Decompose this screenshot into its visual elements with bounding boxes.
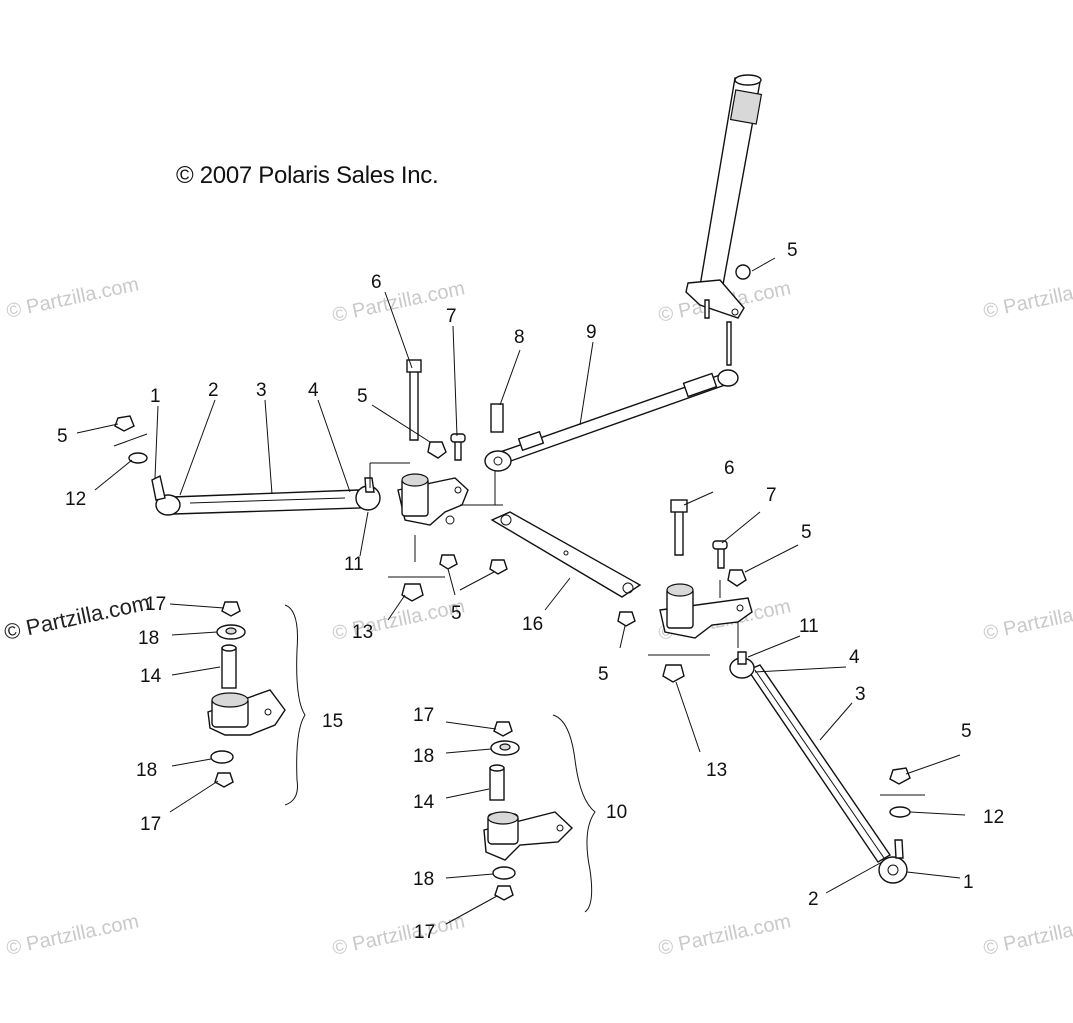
callout-16: 16	[522, 614, 543, 635]
callout-6: 6	[724, 458, 735, 479]
callout-9: 9	[586, 322, 597, 343]
copyright-notice: © 2007 Polaris Sales Inc.	[176, 162, 439, 189]
callout-8: 8	[514, 327, 525, 348]
callout-18: 18	[136, 760, 157, 781]
callout-17: 17	[414, 922, 435, 943]
callout-3: 3	[256, 380, 267, 401]
watermark: © Partzilla.com	[981, 273, 1073, 323]
callout-18: 18	[138, 628, 159, 649]
bellcrank-assembly-10	[483, 714, 596, 913]
callout-labels: 1 2 3 4 5 5 5 5 5 5 5 6 6 7 7 8 9 11 11 …	[57, 240, 1004, 943]
callout-5: 5	[961, 721, 972, 742]
callout-7: 7	[766, 485, 777, 506]
callout-11: 11	[344, 554, 364, 575]
watermark: © Partzilla.com	[4, 273, 140, 323]
left-bellcrank	[369, 359, 508, 602]
callout-5: 5	[598, 664, 609, 685]
left-hardware	[113, 415, 148, 464]
callout-5: 5	[57, 426, 68, 447]
center-link	[490, 511, 642, 598]
callout-5: 5	[451, 603, 462, 624]
bellcrank-assembly-15	[207, 601, 306, 806]
watermark: © Partzilla.com	[981, 595, 1073, 645]
callout-17: 17	[140, 814, 161, 835]
callout-2: 2	[208, 380, 219, 401]
right-tie-rod	[729, 651, 908, 884]
callout-6: 6	[371, 272, 382, 293]
watermark: © Partzilla.com	[330, 910, 466, 960]
callout-3: 3	[855, 684, 866, 705]
callout-7: 7	[446, 306, 457, 327]
watermark: © Partzilla.com	[4, 910, 140, 960]
callout-18: 18	[413, 869, 434, 890]
callout-2: 2	[808, 889, 819, 910]
left-tie-rod	[151, 474, 381, 516]
callout-14: 14	[413, 792, 435, 813]
callout-10: 10	[606, 802, 627, 823]
callout-12: 12	[983, 807, 1004, 828]
callout-5: 5	[357, 386, 368, 407]
callout-17: 17	[145, 594, 166, 615]
callout-4: 4	[308, 380, 319, 401]
callout-5: 5	[801, 522, 812, 543]
callout-14: 14	[140, 666, 162, 687]
callout-13: 13	[706, 760, 727, 781]
callout-17: 17	[413, 705, 434, 726]
watermark: © Partzilla.com	[981, 910, 1073, 960]
callout-18: 18	[413, 746, 434, 767]
watermark-dark: © Partzilla.com	[2, 590, 152, 645]
callout-15: 15	[322, 711, 343, 732]
callout-1: 1	[963, 872, 974, 893]
right-bellcrank	[617, 499, 753, 683]
right-hardware	[880, 767, 925, 818]
callout-4: 4	[849, 647, 860, 668]
callout-1: 1	[150, 386, 161, 407]
callout-5: 5	[787, 240, 798, 261]
leader-lines	[76, 257, 966, 925]
watermark: © Partzilla.com	[656, 910, 792, 960]
drag-link	[484, 369, 739, 472]
callout-13: 13	[352, 622, 373, 643]
steering-column	[685, 74, 763, 366]
callout-12: 12	[65, 489, 86, 510]
callout-11: 11	[799, 616, 819, 637]
watermark: © Partzilla.com	[330, 595, 466, 645]
